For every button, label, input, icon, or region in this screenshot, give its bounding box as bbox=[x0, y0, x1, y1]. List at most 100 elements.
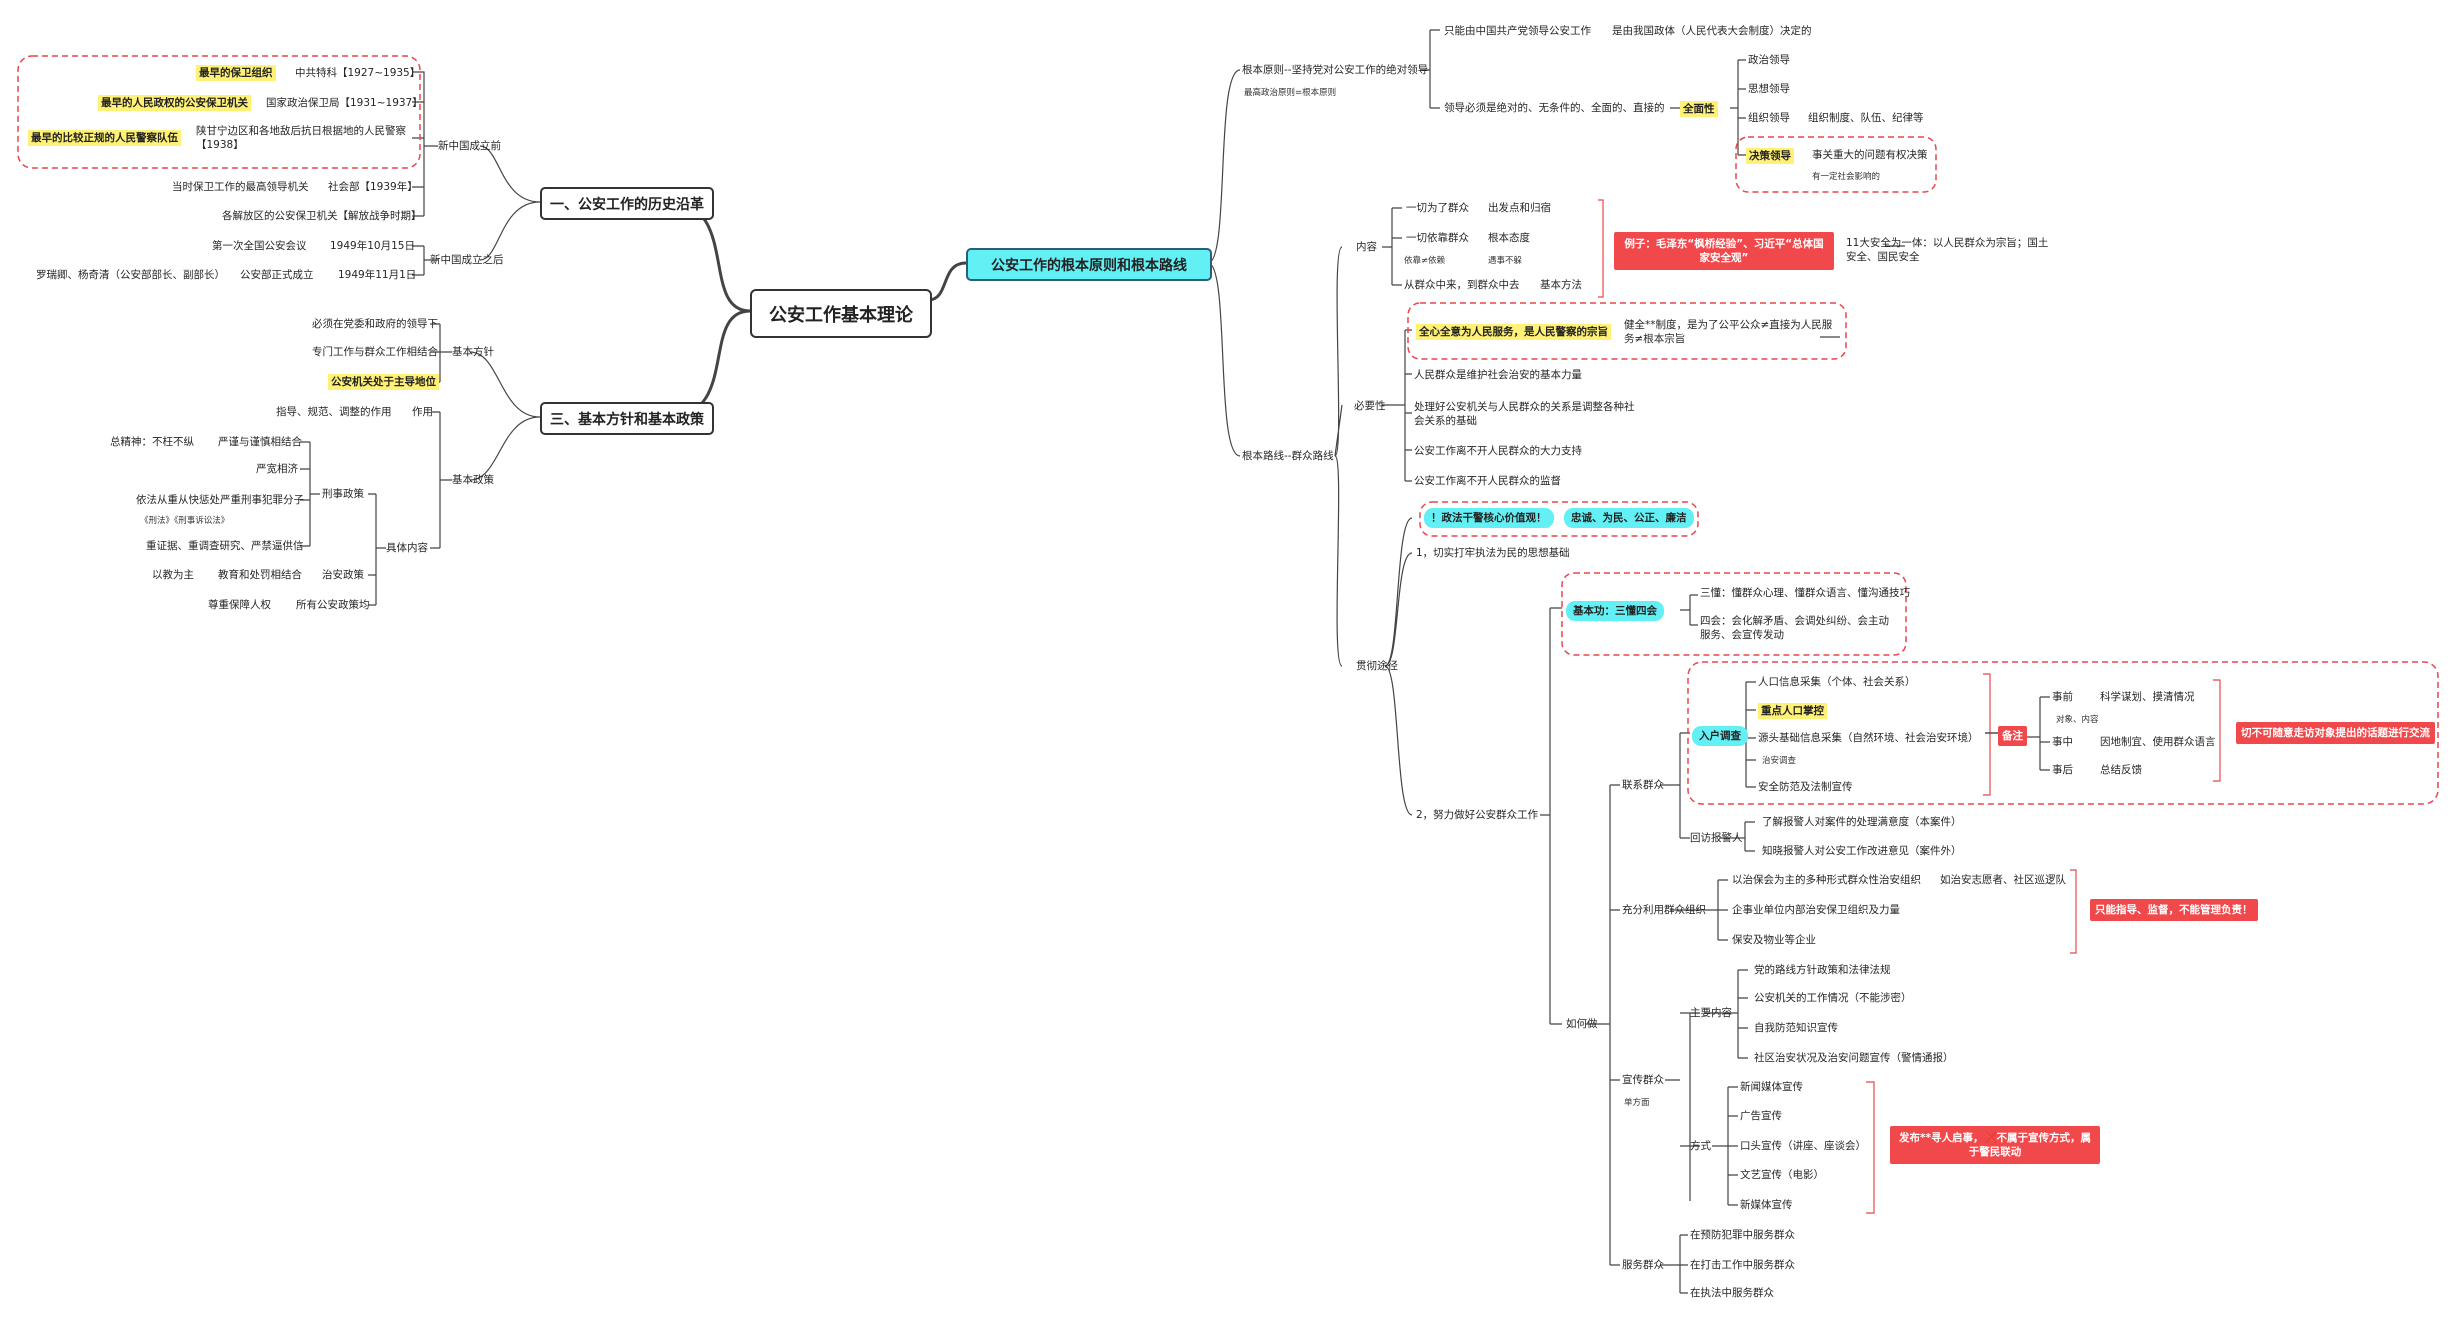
principle-yz2: 领导必须是绝对的、无条件的、全面的、直接的 bbox=[1444, 102, 1665, 114]
line-nr3-v: 基本方法 bbox=[1540, 279, 1582, 291]
dash-box-decision bbox=[1735, 136, 1937, 193]
how-zynr2: 公安机关的工作情况（不能涉密） bbox=[1754, 992, 1912, 1004]
how-fs1: 新闻媒体宣传 bbox=[1740, 1081, 1803, 1093]
line-lx: 根本路线--群众路线 bbox=[1242, 450, 1334, 462]
how-fs2: 广告宣传 bbox=[1740, 1110, 1782, 1122]
principle-qm4-n: 有一定社会影响的 bbox=[1812, 172, 1881, 182]
how-zz3: 保安及物业等企业 bbox=[1732, 934, 1816, 946]
line-nr1: 一切为了群众 bbox=[1406, 202, 1469, 214]
line-by2: 人民群众是维护社会治安的基本力量 bbox=[1414, 369, 1582, 381]
dash-box-visit bbox=[1687, 661, 2439, 805]
dash-box-basic bbox=[1561, 572, 1907, 656]
how-fw1: 在预防犯罪中服务群众 bbox=[1690, 1229, 1795, 1241]
how-fs4: 文艺宣传（电影） bbox=[1740, 1169, 1824, 1181]
history-pre: 新中国成立前 bbox=[438, 140, 501, 152]
branch-principle[interactable]: 公安工作的根本原则和根本路线 bbox=[966, 248, 1212, 281]
principle-qm4-v: 事关重大的问题有权决策 bbox=[1812, 149, 1928, 161]
line-gc0-v: 忠诚、为民、公正、廉洁 bbox=[1564, 508, 1694, 528]
policy-xs3-n: 《刑法》《刑事诉讼法》 bbox=[140, 516, 230, 526]
principle-yz1-v: 是由我国政体（人民代表大会制度）决定的 bbox=[1612, 25, 1812, 37]
history-p2-m: 公安部正式成立 bbox=[240, 269, 314, 281]
principle-qm3: 组织领导 bbox=[1748, 112, 1790, 124]
how-rhdc: 入户调查 bbox=[1692, 726, 1748, 746]
principle-yz-note: 最高政治原则=根本原则 bbox=[1244, 88, 1337, 98]
history-hl1-v: 中共特科【1927~1935】 bbox=[295, 67, 421, 79]
line-gc2: 2，努力做好公安群众工作 bbox=[1416, 809, 1539, 821]
history-hl2-v: 国家政治保卫局【1931~1937】 bbox=[266, 97, 423, 109]
history-i4-v: 社会部【1939年】 bbox=[328, 181, 418, 193]
how-hf: 回访报警人 bbox=[1690, 832, 1743, 844]
line-by1: 全心全意为人民服务，是人民警察的宗旨 bbox=[1416, 324, 1611, 340]
line-gc1: 1，切实打牢执法为民的思想基础 bbox=[1416, 547, 1570, 559]
policy-xs2: 严宽相济 bbox=[256, 463, 298, 475]
line-example: 例子：毛泽东“枫桥经验”、习近平“总体国家安全观” bbox=[1614, 232, 1834, 270]
how-fs3: 口头宣传（讲座、座谈会） bbox=[1740, 1140, 1866, 1152]
line-nr3: 从群众中来，到群众中去 bbox=[1404, 279, 1520, 291]
how-fs-tip: 发布**寻人启事，❌不属于宣传方式，属于警民联动 bbox=[1890, 1126, 2100, 1164]
branch-policy[interactable]: 三、基本方针和基本政策 bbox=[540, 402, 714, 435]
policy-sy-v: 尊重保障人权 bbox=[208, 599, 271, 611]
line-by1-v: 健全**制度，是为了公平公众≠直接为人民服务≠根本宗旨 bbox=[1624, 319, 1833, 345]
how-bz1: 事前 bbox=[2052, 691, 2073, 703]
line-by4: 公安工作离不开人民群众的大力支持 bbox=[1414, 445, 1582, 457]
how-fw: 服务群众 bbox=[1622, 1259, 1664, 1271]
principle-qm: 全面性 bbox=[1680, 101, 1718, 117]
line-gc0: ！政法干警核心价值观！ bbox=[1424, 508, 1554, 528]
dash-box-purpose bbox=[1407, 302, 1847, 360]
how-bz3-v: 总结反馈 bbox=[2100, 764, 2142, 776]
line-jb: 基本功：三懂四会 bbox=[1566, 601, 1664, 621]
branch-principle-label: 公安工作的根本原则和根本路线 bbox=[991, 257, 1187, 274]
root-node[interactable]: 公安工作基本理论 bbox=[750, 289, 932, 338]
how-bz-tip: 切不可随意走访对象提出的话题进行交流 bbox=[2236, 722, 2435, 744]
principle-qm1: 政治领导 bbox=[1748, 54, 1790, 66]
policy-za-m: 教育和处罚相结合 bbox=[218, 569, 302, 581]
policy-xs: 刑事政策 bbox=[322, 488, 364, 500]
principle-qm4: 决策领导 bbox=[1746, 148, 1794, 164]
history-p1: 第一次全国公安会议 bbox=[212, 240, 307, 252]
principle-qm3-v: 组织制度、队伍、纪律等 bbox=[1808, 112, 1924, 124]
how-rh1: 人口信息采集（个体、社会关系） bbox=[1758, 676, 1916, 688]
how-xc: 宣传群众 bbox=[1622, 1074, 1664, 1086]
how-zynr: 主要内容 bbox=[1690, 1007, 1732, 1019]
history-p1-v: 1949年10月15日 bbox=[330, 240, 415, 252]
history-hl2: 最早的人民政权的公安保卫机关 bbox=[98, 95, 251, 111]
how-bz2-v: 因地制宜、使用群众语言 bbox=[2100, 736, 2216, 748]
policy-fz3: 公安机关处于主导地位 bbox=[328, 374, 439, 390]
how-zz: 充分利用群众组织 bbox=[1622, 904, 1706, 916]
history-p2-v: 1949年11月1日 bbox=[338, 269, 417, 281]
how-zz1-v: 如治安志愿者、社区巡逻队 bbox=[1940, 874, 2066, 886]
history-hl1: 最早的保卫组织 bbox=[196, 65, 276, 81]
policy-sy: 所有公安政策均 bbox=[296, 599, 370, 611]
line-by5: 公安工作离不开人民群众的监督 bbox=[1414, 475, 1561, 487]
root-label: 公安工作基本理论 bbox=[769, 304, 913, 326]
policy-fz1: 必须在党委和政府的领导下 bbox=[312, 318, 438, 330]
how-xc-n: 单方面 bbox=[1624, 1098, 1650, 1108]
principle-yz1: 只能由中国共产党领导公安工作 bbox=[1444, 25, 1591, 37]
how-fw2: 在打击工作中服务群众 bbox=[1690, 1259, 1795, 1271]
policy-fz2: 专门工作与群众工作相结合 bbox=[312, 346, 438, 358]
policy-zc: 基本政策 bbox=[452, 474, 494, 486]
policy-xs1: 总精神：不枉不纵 bbox=[110, 436, 194, 448]
branch-history-label: 一、公安工作的历史沿革 bbox=[550, 196, 704, 213]
line-nr2: 一切依靠群众 bbox=[1406, 232, 1469, 244]
line-by3: 处理好公安机关与人民群众的关系是调整各种社会关系的基础 bbox=[1414, 401, 1635, 427]
policy-zy: 作用 bbox=[412, 406, 433, 418]
how-zz2: 企事业单位内部治安保卫组织及力量 bbox=[1732, 904, 1900, 916]
how-fw3: 在执法中服务群众 bbox=[1690, 1287, 1774, 1299]
root-link-b2 bbox=[927, 261, 967, 302]
how-bz: 备注 bbox=[1998, 726, 2027, 746]
how-fs5: 新媒体宣传 bbox=[1740, 1199, 1793, 1211]
branch-history[interactable]: 一、公安工作的历史沿革 bbox=[540, 187, 714, 220]
how-bz1-n: 对象、内容 bbox=[2056, 715, 2099, 725]
how-zz1: 以治保会为主的多种形式群众性治安组织 bbox=[1732, 874, 1921, 886]
policy-fz: 基本方针 bbox=[452, 346, 494, 358]
line-jb1: 三懂：懂群众心理、懂群众语言、懂沟通技巧 bbox=[1700, 587, 1910, 599]
how-zynr1: 党的路线方针政策和法律法规 bbox=[1754, 964, 1891, 976]
how-rh3: 源头基础信息采集（自然环境、社会治安环境） bbox=[1758, 732, 1979, 744]
how-rh3-n: 治安调查 bbox=[1762, 756, 1797, 766]
line-by: 必要性 bbox=[1354, 400, 1386, 412]
policy-zy1: 指导、规范、调整的作用 bbox=[276, 406, 392, 418]
history-i5: 各解放区的公安保卫机关【解放战争时期】 bbox=[222, 210, 422, 222]
policy-xs4: 重证据、重调查研究、严禁逼供信 bbox=[146, 540, 304, 552]
